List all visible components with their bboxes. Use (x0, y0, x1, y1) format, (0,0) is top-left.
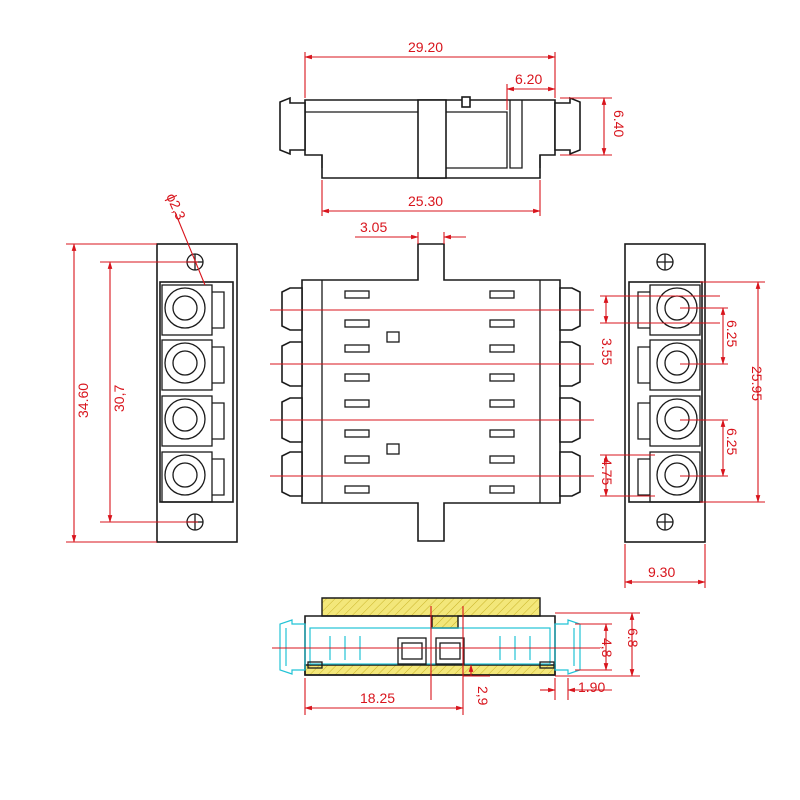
bottom-centerlines (272, 606, 600, 715)
right-port-3 (637, 395, 701, 447)
dim-port-pitch-bottom: 6.25 (724, 428, 740, 455)
left-view: ϕ2,3 34.60 30,7 (66, 191, 238, 543)
dim-flange-width: 3.05 (360, 219, 387, 235)
top-view-body (279, 96, 581, 179)
dim-latch-width: 6.20 (515, 71, 542, 87)
top-dimensions: 29.20 6.20 6.40 25.30 (304, 39, 627, 216)
dim-thickness: 2,9 (475, 686, 491, 706)
front-body (301, 243, 561, 542)
dim-body-length: 25.30 (408, 193, 443, 209)
dim-total-height: 34.60 (75, 383, 91, 418)
dim-offset: 3.55 (599, 338, 615, 365)
left-port-2 (161, 339, 225, 391)
dim-height-inner: 4,8 (599, 638, 615, 658)
left-port-4 (161, 451, 225, 503)
dim-hole-spacing: 30,7 (111, 385, 127, 412)
bottom-view: 6.8 4,8 18.25 2,9 1.90 (272, 597, 641, 715)
right-mount-hole-bottom (656, 513, 674, 531)
top-view: 29.20 6.20 6.40 25.30 (279, 39, 627, 216)
front-left-ferrules (281, 287, 303, 497)
right-dimensions: 6.25 3.55 25.95 6.25 4.75 9.30 (599, 281, 765, 588)
bottom-dimensions: 6.8 4,8 18.25 2,9 1.90 (304, 612, 641, 715)
dim-lip: 1.90 (578, 679, 605, 695)
right-view: 6.25 3.55 25.95 6.25 4.75 9.30 (599, 243, 765, 588)
right-mount-hole-top (656, 253, 674, 271)
dim-port-pitch-top: 6.25 (724, 320, 740, 347)
dim-height-outer: 6.8 (625, 628, 641, 648)
dim-end-height: 6.40 (611, 110, 627, 137)
dim-depth: 9.30 (648, 564, 675, 580)
section-bottom-wall (304, 664, 556, 676)
dim-bottom-offset: 4.75 (599, 458, 615, 485)
front-slots (321, 280, 541, 503)
front-right-ferrules (559, 287, 581, 497)
dim-half-length: 18.25 (360, 690, 395, 706)
bottom-right-ferrule (554, 619, 581, 675)
front-view: 3.05 (270, 219, 594, 542)
right-port-housing (628, 281, 703, 503)
bottom-left-ferrule (279, 619, 306, 675)
right-port-2 (637, 339, 701, 391)
right-port-4 (637, 451, 701, 503)
front-dimensions: 3.05 (355, 219, 466, 244)
left-port-1 (161, 284, 225, 336)
dim-overall-height: 25.95 (749, 366, 765, 401)
left-port-housing (159, 281, 234, 503)
dim-hole-diameter: ϕ2,3 (163, 191, 189, 223)
left-port-3 (161, 395, 225, 447)
front-centerlines (270, 309, 594, 477)
dim-overall-length: 29.20 (408, 39, 443, 55)
